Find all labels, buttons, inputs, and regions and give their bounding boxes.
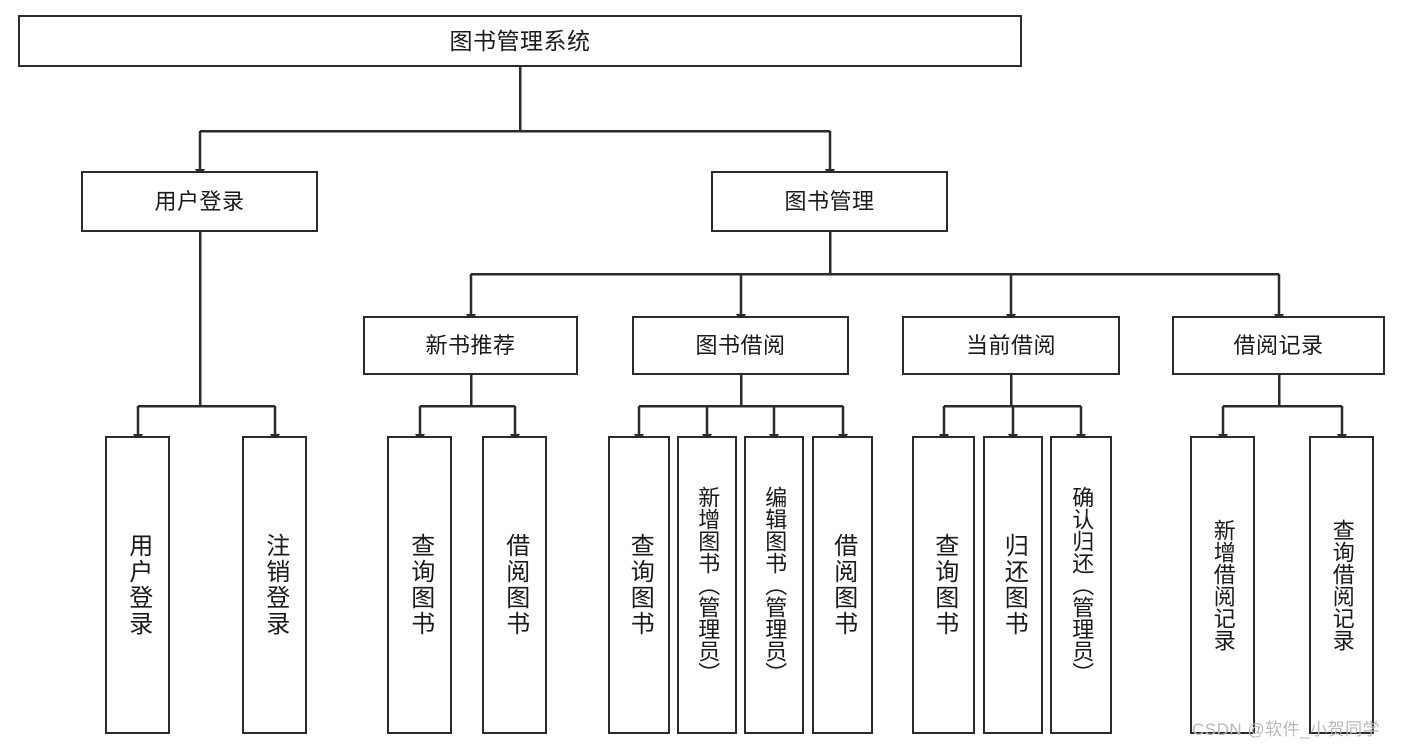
node-leaf-records-2[interactable]: 查询借阅记录 [1309,436,1374,734]
node-label: 查询图书 [406,533,434,637]
node-label: 新书推荐 [425,332,516,358]
node-bookmgmt[interactable]: 图书管理 [711,171,948,232]
node-leaf-borrow-3[interactable]: 编辑图书（管理员） [744,436,804,734]
node-leaf-login-2[interactable]: 注销登录 [242,436,307,734]
node-label: 注销登录 [261,533,289,637]
node-label: 图书管理 [784,188,875,214]
node-label: 查询借阅记录 [1329,519,1355,651]
node-label: 新增图书（管理员） [695,486,721,684]
node-leaf-current-1[interactable]: 查询图书 [912,436,975,734]
node-label: 用户登录 [124,533,152,637]
node-leaf-current-3[interactable]: 确认归还（管理员） [1050,436,1112,734]
csdn-watermark: CSDN @软件_小贺同学 [1192,720,1381,739]
node-leaf-borrow-1[interactable]: 查询图书 [608,436,670,734]
node-label: 借阅图书 [501,533,529,637]
node-label: 当前借阅 [965,332,1056,358]
node-label: 新增借阅记录 [1210,519,1236,651]
node-label: 借阅图书 [829,533,857,637]
node-login[interactable]: 用户登录 [81,171,318,232]
node-leaf-borrow-4[interactable]: 借阅图书 [812,436,873,734]
node-label: 编辑图书（管理员） [762,486,788,684]
node-label: 确认归还（管理员） [1069,486,1095,684]
node-leaf-borrow-2[interactable]: 新增图书（管理员） [677,436,737,734]
node-label: 查询图书 [626,533,654,637]
node-label: 查询图书 [930,533,958,637]
node-root[interactable]: 图书管理系统 [18,15,1022,67]
node-records[interactable]: 借阅记录 [1172,316,1385,375]
node-leaf-login-1[interactable]: 用户登录 [105,436,170,734]
node-leaf-newbook-2[interactable]: 借阅图书 [482,436,547,734]
node-current[interactable]: 当前借阅 [902,316,1120,375]
node-borrow[interactable]: 图书借阅 [632,316,849,375]
node-label: 归还图书 [1000,533,1028,637]
node-label: 图书管理系统 [449,27,591,54]
node-label: 借阅记录 [1233,332,1324,358]
node-leaf-current-2[interactable]: 归还图书 [983,436,1043,734]
node-newbook[interactable]: 新书推荐 [363,316,578,375]
node-label: 用户登录 [154,188,245,214]
node-leaf-newbook-1[interactable]: 查询图书 [387,436,452,734]
node-leaf-records-1[interactable]: 新增借阅记录 [1190,436,1255,734]
node-label: 图书借阅 [695,332,786,358]
